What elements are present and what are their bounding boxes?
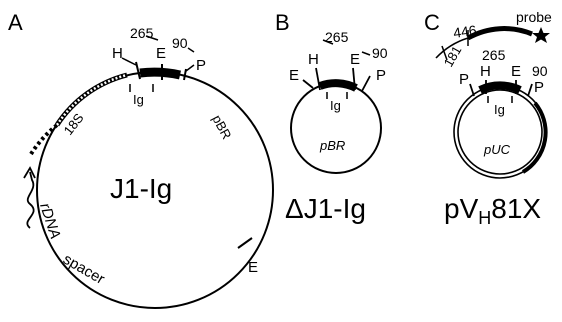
vector-backbone-thick-c — [521, 101, 548, 174]
panel-c: C 446 probe 181 265 90 P H E P Ig pUC pV… — [424, 9, 552, 228]
size-90-label-b: 90 — [372, 45, 388, 61]
site-e-label-a: E — [156, 45, 166, 62]
insert-label-c: Ig — [494, 102, 505, 117]
insert-label-b: Ig — [330, 98, 341, 113]
panel-b-letter: B — [275, 10, 290, 35]
plasmid-b-ring — [290, 82, 382, 174]
spacer-label: spacer — [60, 251, 107, 288]
plasmid-b-name: ΔJ1-Ig — [285, 193, 366, 224]
probe-label: probe — [516, 9, 552, 25]
plasmid-c-name: pVH81X — [444, 193, 541, 228]
transcription-arrow — [26, 171, 35, 229]
site-h-label-b: H — [308, 51, 319, 68]
size-265-label-c: 265 — [482, 47, 506, 63]
size-265-label-a: 265 — [130, 25, 154, 41]
panel-a: A H E P 265 90 Ig E 18S pBR rDNA spacer — [8, 10, 274, 309]
vector-label-b: pBR — [319, 138, 345, 153]
panel-a-letter: A — [8, 10, 23, 35]
vector-label-c: pUC — [483, 142, 511, 157]
site-p-label-a: P — [196, 57, 206, 74]
transcription-arrowhead — [23, 166, 36, 179]
insert-label-a: Ig — [133, 92, 144, 107]
plasmid-a-name: J1-Ig — [110, 173, 172, 204]
size-265-label-b: 265 — [325, 29, 349, 45]
size-90-label-c: 90 — [532, 63, 548, 79]
ig-insert-segment-a — [139, 67, 181, 80]
site-e-right-tick-a — [237, 237, 253, 249]
site-e-right-label-a: E — [248, 259, 258, 276]
size-90-label-a: 90 — [172, 35, 188, 51]
site-h-tick-a — [135, 61, 141, 80]
rdna-dashed-segment — [29, 123, 59, 156]
rrna-18s-segment — [54, 72, 128, 127]
size-181-label: 181 — [441, 43, 465, 69]
site-e-label-c: E — [511, 63, 521, 80]
site-p-tick-a — [183, 68, 187, 81]
site-p-left-label-c: P — [459, 71, 469, 88]
site-p-right-label-c: P — [534, 79, 544, 96]
site-e-right-label-b: E — [350, 51, 360, 68]
probe-star-icon — [532, 27, 550, 43]
site-e-left-label-b: E — [289, 67, 299, 84]
ig-insert-segment-b — [318, 79, 358, 92]
site-h-label-a: H — [112, 45, 123, 62]
panel-c-letter: C — [424, 10, 440, 35]
probe-arc-thick — [466, 26, 533, 41]
site-h-label-c: H — [480, 63, 491, 80]
panel-b: B H E E P 265 90 Ig pBR ΔJ1-Ig — [275, 10, 388, 224]
size-446-label: 446 — [452, 22, 478, 41]
vector-pbr-label-a: pBR — [209, 112, 234, 141]
plasmid-c-ring-inner — [457, 89, 543, 175]
probe-arc-thin — [435, 37, 469, 59]
site-p-label-b: P — [376, 67, 386, 84]
